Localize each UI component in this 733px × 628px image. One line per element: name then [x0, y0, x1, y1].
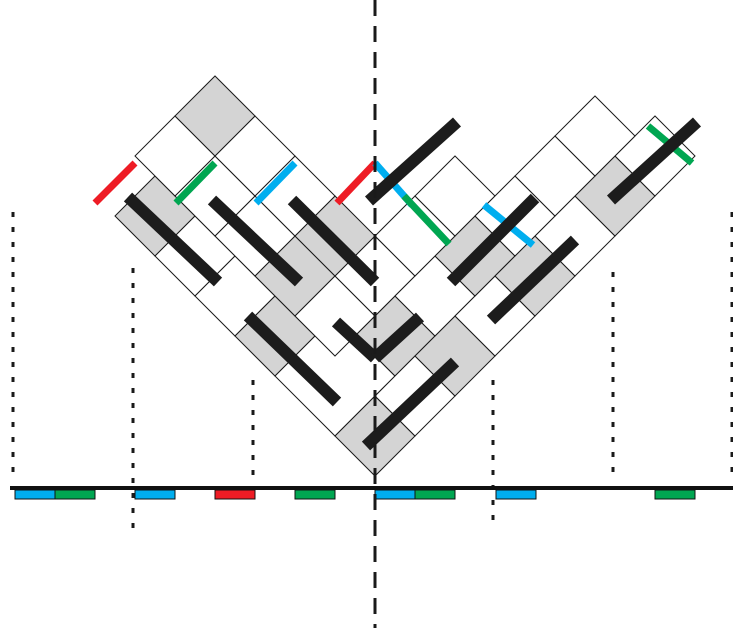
- shaded-cell: [174, 75, 256, 157]
- lattice-cell: [554, 95, 636, 177]
- bar-segment: [486, 235, 580, 325]
- bar-segment: [446, 193, 540, 287]
- red-edge: [92, 160, 138, 206]
- blue-baseline-segment: [134, 489, 176, 500]
- green-edge: [173, 160, 218, 206]
- blue-baseline-segment: [14, 489, 56, 500]
- bar-segment: [370, 312, 425, 363]
- green-baseline-segment: [414, 489, 456, 500]
- blue-baseline-segment: [374, 489, 416, 500]
- bar-segment: [331, 317, 380, 363]
- red-baseline-segment: [214, 489, 256, 500]
- red-edge: [334, 160, 378, 206]
- bar-segment: [606, 117, 702, 205]
- green-baseline-segment: [294, 489, 336, 500]
- bar-segment: [361, 357, 460, 451]
- green-baseline-segment: [54, 489, 96, 500]
- bar-segment: [123, 192, 223, 287]
- baseline-layer: [10, 486, 733, 500]
- bar-segment: [207, 195, 304, 287]
- bar-segment: [243, 311, 342, 407]
- green-edge: [401, 193, 452, 247]
- bars-layer: [123, 117, 702, 451]
- dotted-lines-layer: [11, 212, 733, 530]
- bar-segment: [287, 195, 380, 287]
- blue-edge: [253, 160, 298, 206]
- blue-baseline-segment: [495, 489, 537, 500]
- colored-edges-layer: [92, 123, 695, 248]
- bar-segment: [364, 117, 462, 206]
- green-baseline-segment: [654, 489, 696, 500]
